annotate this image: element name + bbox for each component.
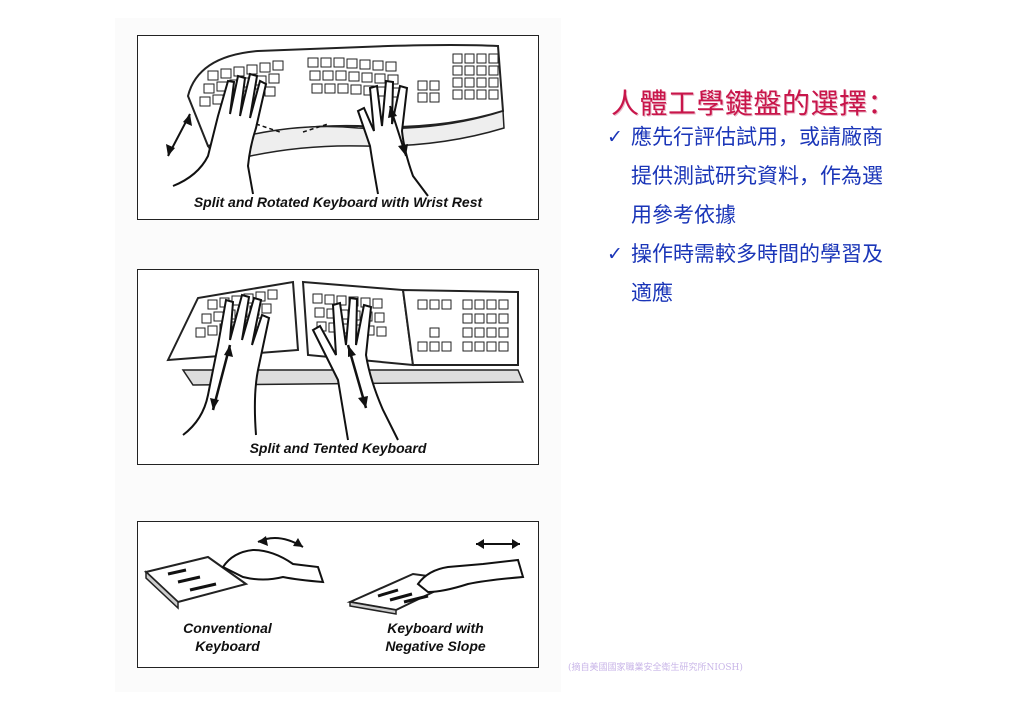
negative-slope-caption: Keyboard with Negative Slope	[363, 619, 508, 655]
conventional-keyboard-caption: Conventional Keyboard	[160, 619, 295, 655]
negative-slope-caption-line1: Keyboard with	[387, 620, 484, 636]
split-tented-keyboard-illustration	[166, 280, 525, 441]
panel2-caption: Split and Tented Keyboard	[249, 440, 427, 456]
conventional-caption-line2: Keyboard	[195, 638, 260, 654]
bullet-1-line-3: 用參考依據	[631, 203, 736, 227]
source-note: (摘自美國國家職業安全衛生研究所NIOSH)	[568, 663, 743, 673]
bullet-list: ✓ 應先行評估試用，或請廠商 提供測試研究資料，作為選 用參考依據 ✓ 操作時需…	[607, 118, 967, 313]
bullet-2-line-1: 操作時需較多時間的學習及	[631, 242, 883, 266]
bullet-1-line-2: 提供測試研究資料，作為選	[631, 164, 883, 188]
bullet-2-line-2: 適應	[631, 281, 673, 305]
bullet-1-line-1: 應先行評估試用，或請廠商	[631, 125, 883, 149]
negative-slope-caption-line2: Negative Slope	[385, 638, 486, 654]
panel1-caption: Split and Rotated Keyboard with Wrist Re…	[193, 194, 483, 210]
bullet-item-1: ✓ 應先行評估試用，或請廠商 提供測試研究資料，作為選 用參考依據	[607, 118, 967, 235]
check-icon: ✓	[607, 243, 623, 265]
conventional-caption-line1: Conventional	[183, 620, 272, 636]
panel-split-tented-keyboard: Split and Tented Keyboard	[137, 269, 539, 465]
split-rotated-keyboard-illustration	[166, 44, 505, 197]
keyboard-slope-illustration	[143, 536, 525, 615]
panel-keyboard-slope-comparison: Conventional Keyboard Keyboard with Nega…	[137, 521, 539, 668]
slide-title: 人體工學鍵盤的選擇：	[611, 87, 897, 120]
bullet-item-2: ✓ 操作時需較多時間的學習及 適應	[607, 235, 967, 313]
check-icon: ✓	[607, 126, 623, 148]
panel-split-rotated-keyboard: Split and Rotated Keyboard with Wrist Re…	[137, 35, 539, 220]
